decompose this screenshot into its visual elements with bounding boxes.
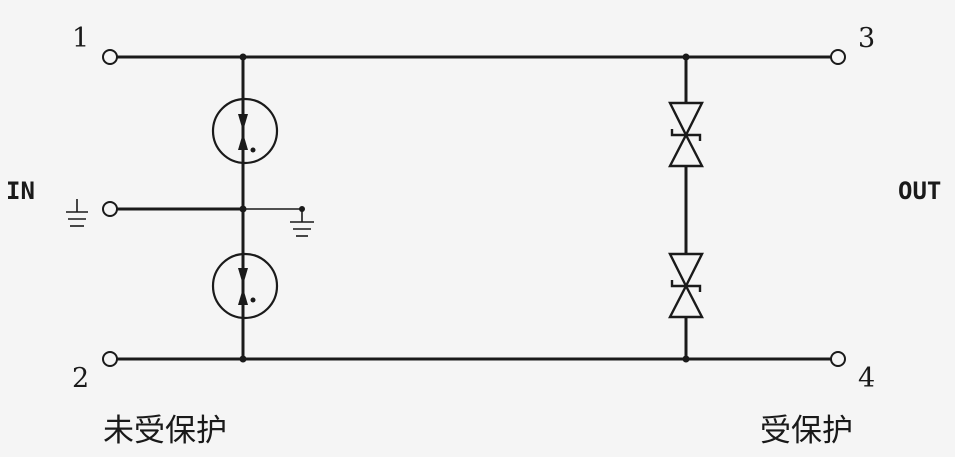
terminal-label-4: 4 [858, 363, 875, 394]
junction-dot [239, 53, 247, 61]
caption-protected: 受保护 [760, 413, 853, 449]
terminal-1 [102, 49, 118, 65]
ground-symbol-input [66, 199, 88, 227]
junction-dot [239, 355, 247, 363]
terminal-ground [102, 201, 118, 217]
terminal-label-2: 2 [72, 363, 89, 394]
junction-dot [239, 205, 247, 213]
output-label: OUT [898, 177, 941, 205]
gas-discharge-tube-lower [211, 252, 279, 320]
terminal-4 [830, 351, 846, 367]
terminal-label-1: 1 [72, 23, 89, 54]
ground-symbol-right [290, 209, 314, 237]
gas-discharge-tube-upper [211, 97, 279, 165]
terminal-label-3: 3 [858, 23, 875, 54]
tvs-diode-lower [668, 252, 704, 319]
terminal-2 [102, 351, 118, 367]
tvs-diode-upper [668, 101, 704, 168]
caption-unprotected: 未受保护 [103, 413, 227, 449]
terminal-3 [830, 49, 846, 65]
input-label: IN [6, 177, 35, 205]
